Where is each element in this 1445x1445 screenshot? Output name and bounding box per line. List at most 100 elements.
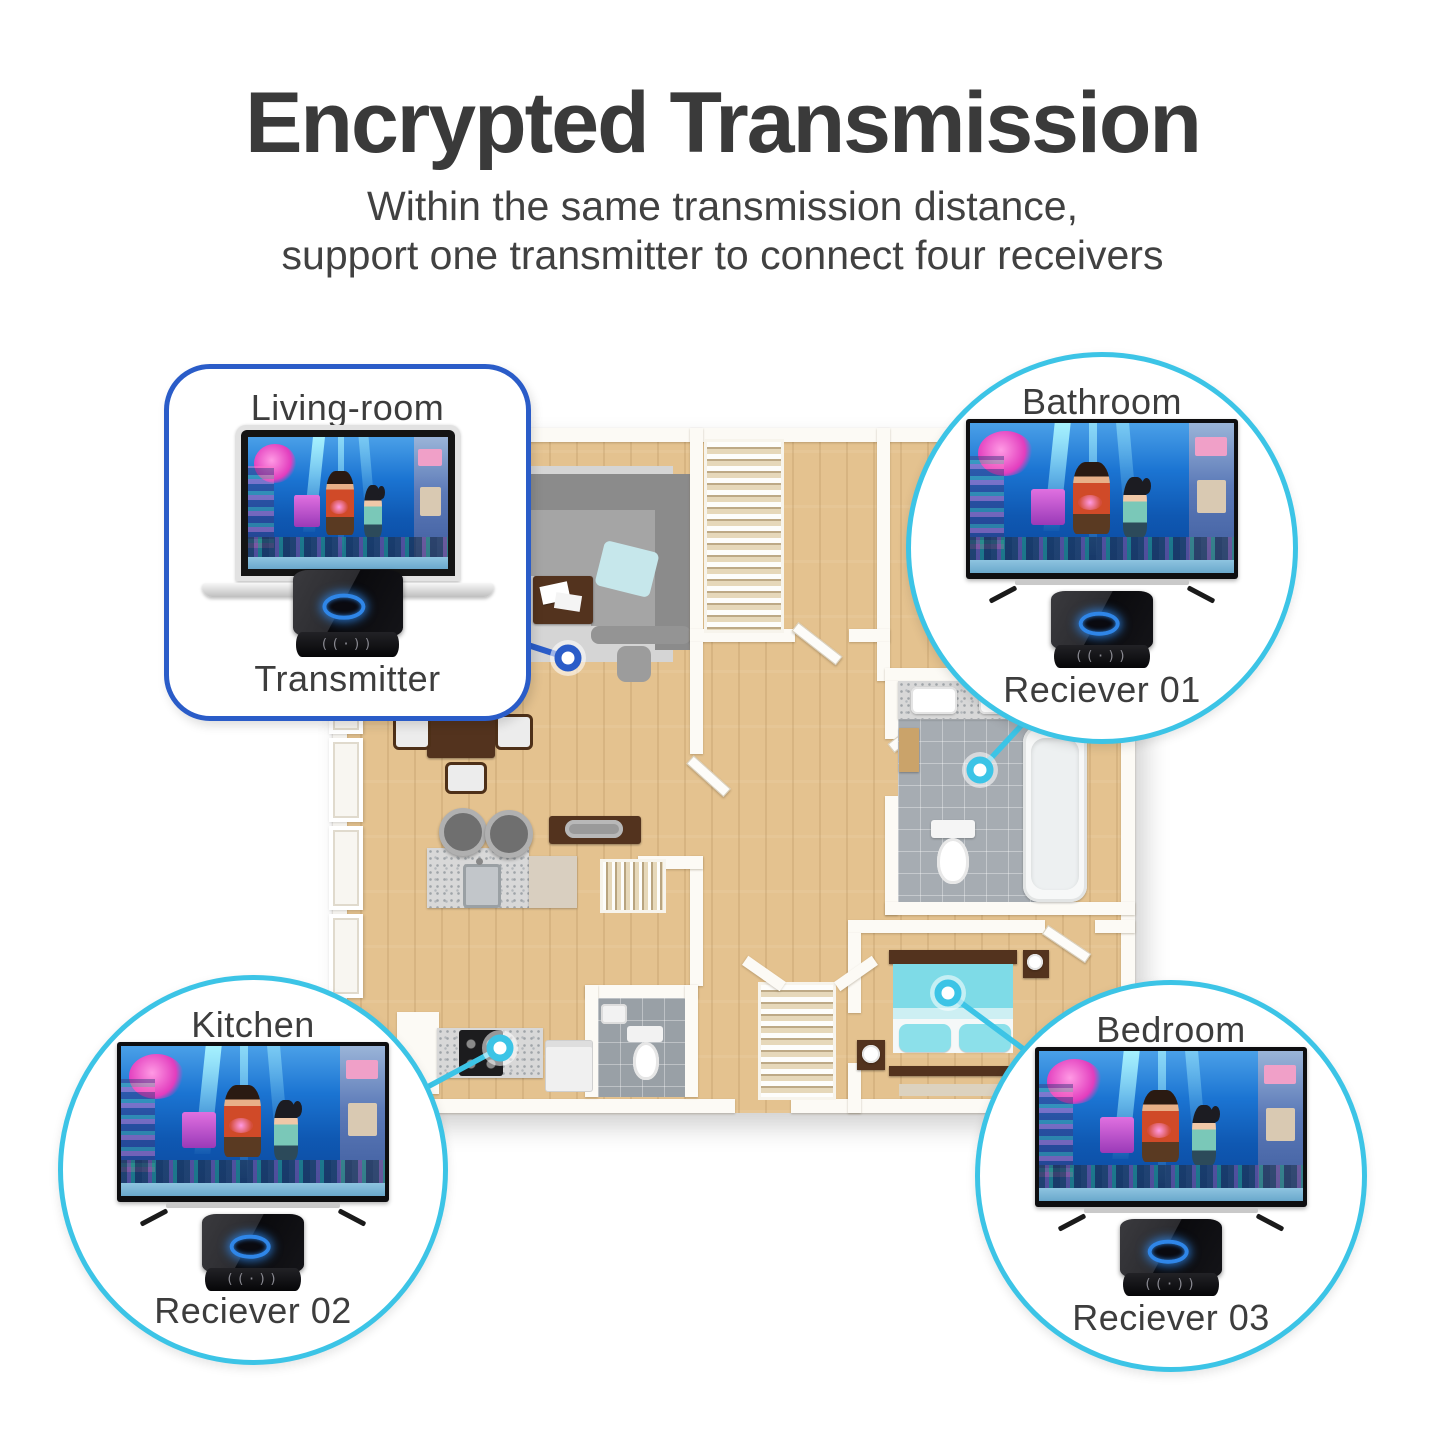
arcade-machine <box>293 495 320 527</box>
bed-pillow <box>899 1024 951 1052</box>
street <box>121 1182 385 1196</box>
subtitle: Within the same transmission distance, s… <box>0 182 1445 279</box>
closet-shelves <box>707 442 781 630</box>
wall <box>848 920 1045 933</box>
wifi-glyph: ((·)) <box>225 1271 281 1287</box>
window <box>329 826 363 910</box>
arcade-machine <box>1099 1117 1135 1153</box>
location-marker-bedroom <box>934 979 962 1007</box>
room-label-kitchen: Kitchen <box>191 1004 315 1045</box>
bathroom-sink <box>911 687 957 714</box>
staircase <box>761 985 833 1097</box>
wifi-ring-light <box>1147 1239 1189 1264</box>
movie-scene <box>1039 1051 1303 1201</box>
wall <box>585 985 698 998</box>
wall <box>690 428 703 642</box>
tv <box>1035 1047 1307 1232</box>
crowd <box>1039 1165 1303 1188</box>
bathtub-basin <box>1031 738 1079 890</box>
bath-shelf <box>899 728 919 772</box>
crowd <box>970 456 1005 549</box>
wall <box>685 985 698 1097</box>
tv <box>117 1042 389 1227</box>
wall <box>849 629 890 642</box>
wifi-glyph: ((·)) <box>1143 1276 1199 1292</box>
window <box>329 914 363 998</box>
device-label-receiver-02: Reciever 02 <box>154 1290 352 1331</box>
tv-foot <box>988 585 1018 604</box>
device-label-transmitter: Transmitter <box>254 658 441 699</box>
bar-stool <box>439 808 487 856</box>
receiver-box: ((·)) <box>1051 591 1153 671</box>
island-extension <box>529 856 577 908</box>
location-marker-bathroom <box>966 756 994 784</box>
lamp <box>1027 954 1043 970</box>
tv-foot <box>1186 585 1216 604</box>
callout-living-room: Living-room <box>164 364 531 721</box>
device-label-receiver-03: Reciever 03 <box>1072 1297 1270 1338</box>
tv-bottom-bar <box>165 1203 341 1208</box>
location-marker-kitchen <box>486 1034 514 1062</box>
crowd <box>247 537 448 558</box>
room-label-living-room: Living-room <box>250 387 445 428</box>
wall <box>885 681 898 739</box>
wardrobe <box>603 862 663 910</box>
wall <box>885 902 1135 915</box>
tv-foot <box>1057 1213 1087 1232</box>
wifi-ring-light <box>322 593 366 620</box>
crowd <box>970 537 1234 560</box>
neon-blob <box>1046 1058 1103 1104</box>
wc-sink <box>601 1004 627 1024</box>
wall <box>1095 920 1135 933</box>
receiver-box-front: ((·)) <box>205 1268 301 1291</box>
tv-bottom-bar <box>1083 1208 1259 1213</box>
receiver-box-front: ((·)) <box>1123 1273 1219 1296</box>
room-label-bedroom: Bedroom <box>1096 1009 1246 1050</box>
room-label-bathroom: Bathroom <box>1021 381 1183 422</box>
sofa <box>655 474 691 650</box>
callout-bathroom: Bathroom <box>906 352 1298 744</box>
wall <box>690 629 795 642</box>
pink-glow <box>329 500 348 514</box>
neon-blob <box>977 430 1034 476</box>
movie-scene <box>247 437 448 569</box>
island-sink <box>463 864 501 908</box>
bedroom-rug <box>899 1084 1007 1096</box>
neon-blob <box>128 1053 185 1099</box>
receiver-box: ((·)) <box>202 1214 304 1294</box>
wifi-ring-light <box>229 1234 271 1259</box>
street <box>970 559 1234 573</box>
page-title: Encrypted Transmission <box>245 75 1202 171</box>
console-tv <box>565 820 623 838</box>
tv-screen <box>966 419 1238 579</box>
dining-chair <box>495 714 533 750</box>
wifi-glyph: ((·)) <box>1074 648 1130 664</box>
transmitter-box-top <box>292 570 403 637</box>
pink-glow <box>1078 495 1102 510</box>
laptop-screen <box>235 425 460 581</box>
street <box>247 557 448 569</box>
bed-footboard <box>889 1066 1017 1076</box>
receiver-box-top <box>1120 1219 1222 1279</box>
receiver-box: ((·)) <box>1120 1219 1222 1299</box>
callout-bedroom: Bedroom <box>975 980 1367 1372</box>
pink-glow <box>1147 1123 1171 1138</box>
crowd <box>247 466 274 548</box>
wall <box>690 642 703 754</box>
toilet <box>931 820 975 838</box>
bar-stool <box>485 810 533 858</box>
character-vanellope <box>274 1100 302 1160</box>
transmitter-box: ((·)) <box>292 570 403 660</box>
tv-bottom-bar <box>1014 580 1190 585</box>
crowd <box>121 1079 156 1172</box>
wall <box>690 856 703 986</box>
neon-blob <box>253 443 296 484</box>
location-marker-living-room <box>554 644 582 672</box>
subtitle-line-1: Within the same transmission distance, <box>367 183 1078 230</box>
dining-chair <box>445 762 487 794</box>
receiver-box-top <box>1051 591 1153 651</box>
character-vanellope <box>1123 477 1151 537</box>
tv <box>966 419 1238 604</box>
subtitle-line-2: support one transmitter to connect four … <box>281 231 1164 278</box>
